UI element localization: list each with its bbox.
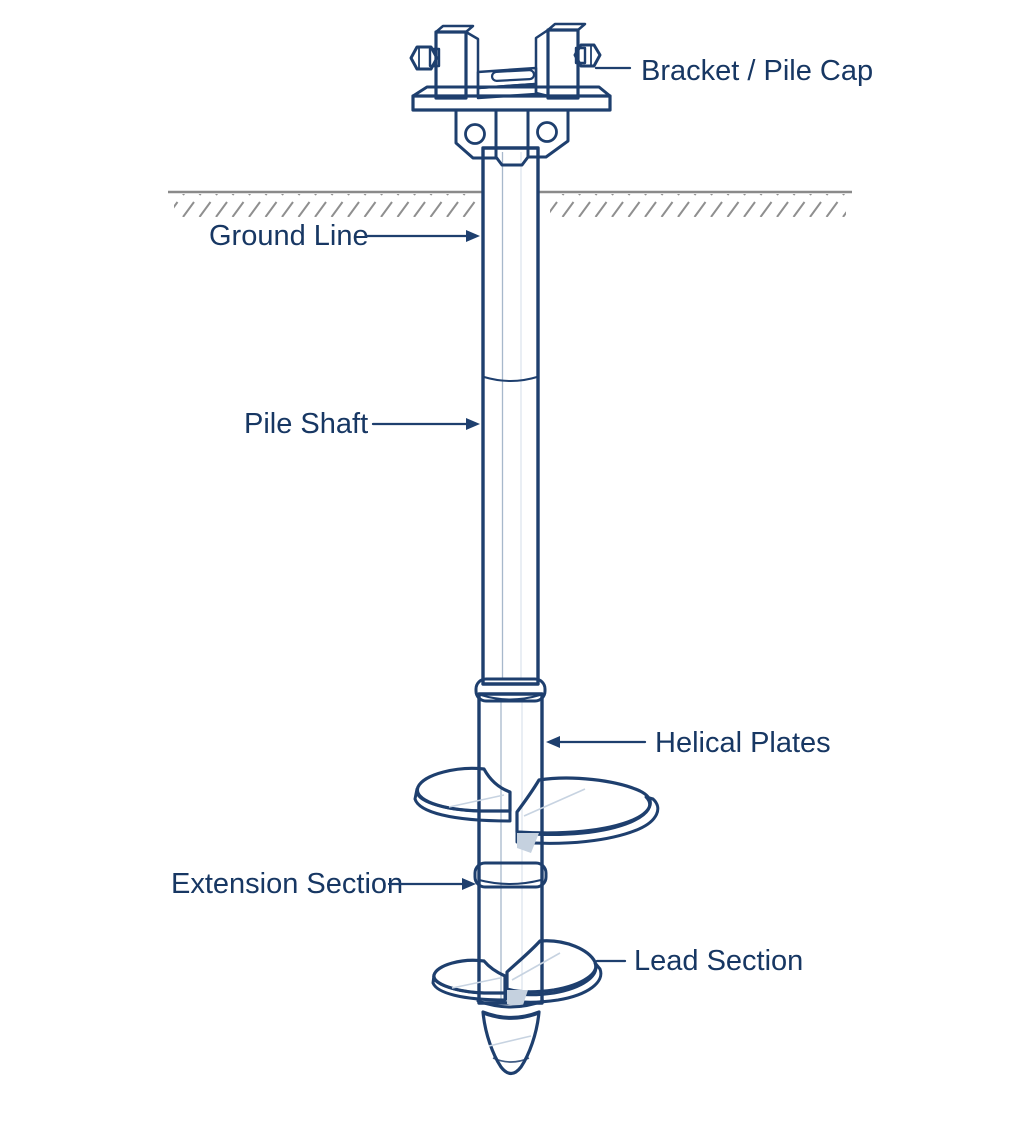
helix-upper-left-blade — [415, 766, 512, 813]
helical-plates-arrowhead-icon — [546, 736, 560, 748]
extension-section-label: Extension Section — [171, 868, 403, 900]
helical-plate-upper — [413, 766, 660, 853]
collar-left — [454, 108, 498, 160]
annotations: Bracket / Pile Cap Ground Line Pile Shaf… — [171, 55, 873, 977]
pile-shaft-upper — [481, 146, 540, 686]
extension-joint-ring — [473, 861, 548, 889]
helix-lower-shadow — [507, 990, 528, 1008]
collar-hole-left — [464, 123, 486, 145]
helix-upper-left-rim — [413, 787, 512, 823]
ground-line-arrowhead-icon — [466, 230, 480, 242]
bracket-pile-cap — [409, 22, 612, 167]
collar-right — [526, 108, 570, 159]
collar-center — [494, 108, 530, 167]
bracket-bolt-left — [409, 45, 441, 71]
helix-upper-right-rim — [515, 795, 660, 845]
pile-shaft-label: Pile Shaft — [244, 408, 368, 440]
lead-section-label: Lead Section — [634, 945, 803, 977]
helix-lower-right-blade — [505, 939, 598, 994]
ground-hatch-left — [174, 194, 476, 217]
ground-hatch-right — [550, 194, 846, 217]
pile-tip — [476, 999, 545, 1076]
helix-upper-shadow — [517, 833, 539, 853]
collar-hole-right — [536, 121, 558, 143]
ground-surface — [168, 190, 852, 217]
pile-shaft-arrowhead-icon — [466, 418, 480, 430]
extension-section-arrowhead-icon — [462, 878, 476, 890]
helical-plates-label: Helical Plates — [655, 727, 831, 759]
shaft-weld-seam — [483, 376, 538, 382]
bracket-slot — [490, 69, 536, 82]
bracket-label: Bracket / Pile Cap — [641, 55, 873, 87]
ground-line-label: Ground Line — [209, 220, 369, 252]
shaft-coupler — [474, 677, 547, 703]
helix-upper-right-blade — [515, 776, 652, 835]
bracket-bolt-right — [573, 43, 602, 68]
helical-plate-lower — [431, 939, 603, 1008]
helix-lower-left-blade — [432, 958, 507, 995]
